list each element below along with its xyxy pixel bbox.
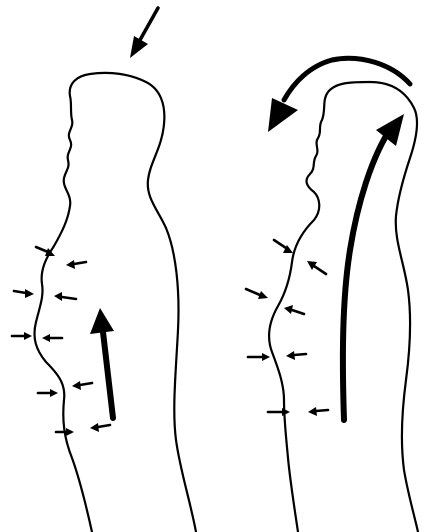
- left-small-arrow: [42, 334, 62, 342]
- left-small-arrow: [54, 292, 76, 301]
- right-head-arc-head: [268, 98, 298, 132]
- right-small-arrow: [308, 407, 328, 416]
- left-small-arrow: [72, 381, 92, 390]
- left-small-arrow: [14, 289, 34, 298]
- left-spine-arrow-shaft: [103, 332, 113, 418]
- left-head-arrow-head: [130, 36, 148, 58]
- left-figure: [12, 8, 196, 532]
- right-small-arrow: [274, 240, 293, 253]
- right-small-arrow: [286, 351, 306, 360]
- left-small-arrow: [90, 423, 110, 432]
- right-small-arrow: [307, 261, 326, 274]
- right-figure: [246, 58, 418, 532]
- right-small-arrow: [248, 353, 270, 361]
- left-body-outline: [34, 73, 196, 532]
- right-head-arc-shaft: [284, 58, 410, 100]
- left-small-arrow: [66, 260, 86, 269]
- left-head-arrow-shaft: [140, 8, 158, 40]
- left-small-arrow: [12, 332, 32, 340]
- right-small-arrow: [246, 289, 268, 299]
- right-spine-arrow-shaft: [343, 136, 386, 420]
- left-spine-arrow-head: [90, 308, 114, 334]
- left-small-arrow: [38, 389, 58, 397]
- right-small-arrow: [284, 305, 304, 314]
- right-small-arrow: [268, 408, 290, 416]
